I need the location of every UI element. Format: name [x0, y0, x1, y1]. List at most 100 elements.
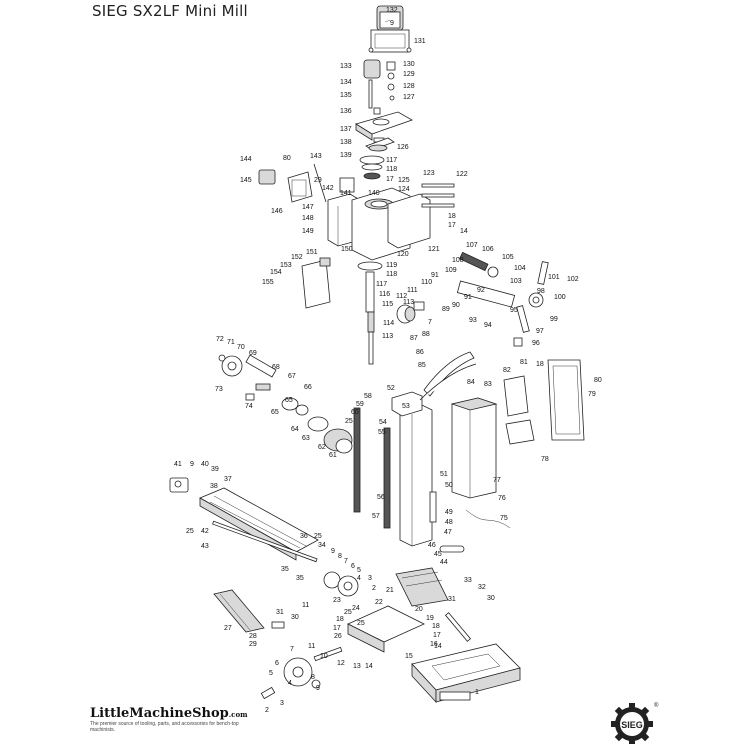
brand-block: LittleMachineShop.com The premier source…	[90, 706, 248, 733]
part-label: 96	[532, 340, 540, 347]
part-label: 1	[475, 689, 479, 696]
part-label: 61	[329, 452, 337, 459]
part-label: 7	[290, 646, 294, 653]
part-label: 9	[331, 548, 335, 555]
part-label: 32	[478, 584, 486, 591]
part-label: 20	[415, 606, 423, 613]
part-label: 70	[237, 344, 245, 351]
part-label: 18	[536, 361, 544, 368]
part-label: 18	[336, 616, 344, 623]
part-label: 25	[344, 609, 352, 616]
part-label: 25	[357, 620, 365, 627]
part-label: 14	[434, 643, 442, 650]
saddle	[213, 567, 472, 653]
part-label: 123	[423, 170, 435, 177]
part-label: 33	[464, 577, 472, 584]
part-label: 37	[224, 476, 232, 483]
part-label: 17	[333, 625, 341, 632]
part-label: 119	[386, 262, 397, 269]
part-label: 24	[352, 605, 360, 612]
part-label: 108	[452, 257, 464, 264]
part-label: 121	[428, 246, 440, 253]
part-label: 12	[337, 660, 345, 667]
part-label: 26	[334, 633, 342, 640]
sieg-gear-logo: SIEG ®	[611, 702, 659, 744]
part-label: 7	[344, 558, 348, 565]
part-label: 67	[288, 373, 296, 380]
part-label: 91	[464, 294, 472, 301]
part-label: 9	[390, 20, 394, 27]
part-label: 80	[283, 155, 291, 162]
part-label: 85	[418, 362, 426, 369]
part-label: 28	[249, 633, 257, 640]
part-label: 129	[403, 71, 415, 78]
part-label: 82	[503, 367, 511, 374]
part-label: 118	[386, 166, 397, 173]
part-label: 97	[536, 328, 544, 335]
part-label: 22	[375, 599, 383, 606]
part-label: 48	[445, 519, 453, 526]
part-label: 8	[338, 553, 342, 560]
part-label: 90	[452, 302, 460, 309]
part-label: 13	[353, 663, 361, 670]
part-label: 14	[365, 663, 373, 670]
registered-mark: ®	[654, 702, 659, 709]
part-label: 68	[272, 364, 280, 371]
part-label: 29	[314, 177, 322, 184]
part-label: 86	[416, 349, 424, 356]
part-label: 144	[240, 156, 252, 163]
part-label: 134	[340, 79, 352, 86]
part-label: 17	[386, 176, 394, 183]
part-label: 117	[386, 157, 397, 164]
part-label: 117	[376, 281, 387, 288]
part-label: 142	[322, 185, 334, 192]
part-label: 64	[291, 426, 299, 433]
part-label: 124	[398, 186, 410, 193]
part-label: 91	[431, 272, 439, 279]
part-label: 109	[445, 267, 457, 274]
part-label: 72	[216, 336, 224, 343]
part-label: 132	[386, 7, 398, 14]
part-label: 102	[567, 276, 579, 283]
part-label: 126	[397, 144, 409, 151]
part-label: 113	[403, 299, 414, 306]
fine-feed-assembly	[396, 183, 549, 347]
part-label: 104	[514, 265, 526, 272]
part-label: 94	[484, 322, 492, 329]
part-label: 8	[311, 674, 315, 681]
part-label: 59	[356, 401, 364, 408]
part-label: 6	[351, 563, 355, 570]
part-label: 54	[379, 419, 387, 426]
part-label: 115	[382, 301, 393, 308]
part-label: 52	[387, 385, 395, 392]
part-label: 103	[510, 278, 522, 285]
part-label: 47	[444, 529, 452, 536]
part-label: 3	[368, 575, 372, 582]
part-label: 25	[345, 418, 353, 425]
part-label: 30	[487, 595, 495, 602]
brand-tagline: The premier source of tooling, parts, an…	[90, 721, 239, 733]
part-label: 113	[382, 333, 393, 340]
part-label: 100	[554, 294, 566, 301]
part-label: 122	[456, 171, 468, 178]
part-label: 3	[280, 700, 284, 707]
part-label: 92	[477, 287, 485, 294]
part-label: 30	[291, 614, 299, 621]
part-label: 57	[372, 513, 380, 520]
part-label: 14	[460, 228, 468, 235]
part-label: 98	[537, 288, 545, 295]
part-label: 60	[351, 409, 359, 416]
part-label: 6	[275, 660, 279, 667]
part-label: 80	[594, 377, 602, 384]
part-label: 137	[340, 126, 352, 133]
part-label: 93	[469, 317, 477, 324]
part-label: 112	[396, 293, 407, 300]
head-switch-parts	[258, 163, 331, 309]
part-label: 5	[357, 567, 361, 574]
part-label: 31	[448, 596, 456, 603]
part-label: 111	[407, 287, 418, 294]
part-label: 110	[421, 279, 432, 286]
part-label: 65	[271, 409, 279, 416]
part-label: 35	[281, 566, 289, 573]
